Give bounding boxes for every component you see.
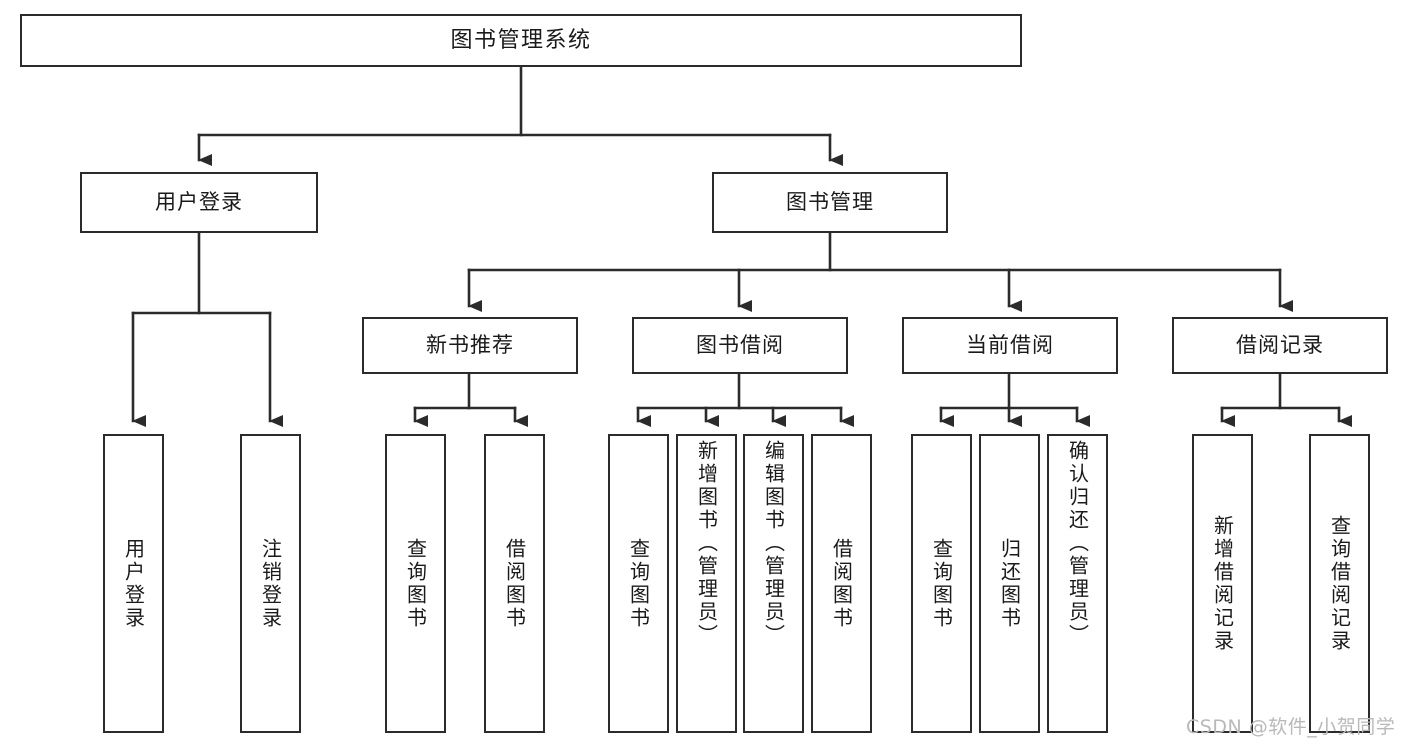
leaf-edit-book-admin-label: 编辑图书（管理员） xyxy=(761,440,786,647)
leaf-query-book-borrow[interactable]: 查询图书 xyxy=(608,434,669,733)
leaf-confirm-return-admin[interactable]: 确认归还（管理员） xyxy=(1047,434,1108,733)
leaf-query-book-current-label: 查询图书 xyxy=(929,537,954,630)
leaf-return-book-label: 归还图书 xyxy=(997,537,1022,630)
leaf-query-book-new-label: 查询图书 xyxy=(403,537,428,630)
node-new-book-recommend-label: 新书推荐 xyxy=(426,333,514,358)
leaf-user-login-label: 用户登录 xyxy=(121,537,146,630)
node-root-label: 图书管理系统 xyxy=(450,27,592,53)
leaf-return-book[interactable]: 归还图书 xyxy=(979,434,1040,733)
leaf-confirm-return-admin-label: 确认归还（管理员） xyxy=(1065,440,1090,647)
node-borrow-records[interactable]: 借阅记录 xyxy=(1172,317,1388,374)
node-root[interactable]: 图书管理系统 xyxy=(20,14,1022,67)
leaf-add-book-admin[interactable]: 新增图书（管理员） xyxy=(676,434,737,733)
leaf-user-login[interactable]: 用户登录 xyxy=(103,434,164,733)
leaf-borrow-book-new[interactable]: 借阅图书 xyxy=(484,434,545,733)
leaf-borrow-book-new-label: 借阅图书 xyxy=(502,537,527,630)
csdn-watermark: CSDN @软件_小贺同学 xyxy=(1186,716,1396,738)
leaf-add-borrow-record[interactable]: 新增借阅记录 xyxy=(1192,434,1253,733)
node-new-book-recommend[interactable]: 新书推荐 xyxy=(362,317,578,374)
leaf-query-book-new[interactable]: 查询图书 xyxy=(385,434,446,733)
leaf-query-book-borrow-label: 查询图书 xyxy=(626,537,651,630)
leaf-edit-book-admin[interactable]: 编辑图书（管理员） xyxy=(743,434,804,733)
leaf-query-borrow-record-label: 查询借阅记录 xyxy=(1327,514,1352,653)
node-current-borrow-label: 当前借阅 xyxy=(966,333,1054,358)
node-user-login[interactable]: 用户登录 xyxy=(80,172,318,233)
leaf-query-borrow-record[interactable]: 查询借阅记录 xyxy=(1309,434,1370,733)
node-user-login-label: 用户登录 xyxy=(155,190,243,215)
leaf-add-borrow-record-label: 新增借阅记录 xyxy=(1210,514,1235,653)
node-book-management[interactable]: 图书管理 xyxy=(712,172,948,233)
leaf-borrow-book[interactable]: 借阅图书 xyxy=(811,434,872,733)
leaf-logout-label: 注销登录 xyxy=(258,537,283,630)
leaf-borrow-book-label: 借阅图书 xyxy=(829,537,854,630)
node-book-management-label: 图书管理 xyxy=(786,190,874,215)
node-borrow-records-label: 借阅记录 xyxy=(1236,333,1324,358)
node-current-borrow[interactable]: 当前借阅 xyxy=(902,317,1118,374)
leaf-query-book-current[interactable]: 查询图书 xyxy=(911,434,972,733)
leaf-add-book-admin-label: 新增图书（管理员） xyxy=(694,440,719,647)
node-book-borrow[interactable]: 图书借阅 xyxy=(632,317,848,374)
leaf-logout[interactable]: 注销登录 xyxy=(240,434,301,733)
node-book-borrow-label: 图书借阅 xyxy=(696,333,784,358)
